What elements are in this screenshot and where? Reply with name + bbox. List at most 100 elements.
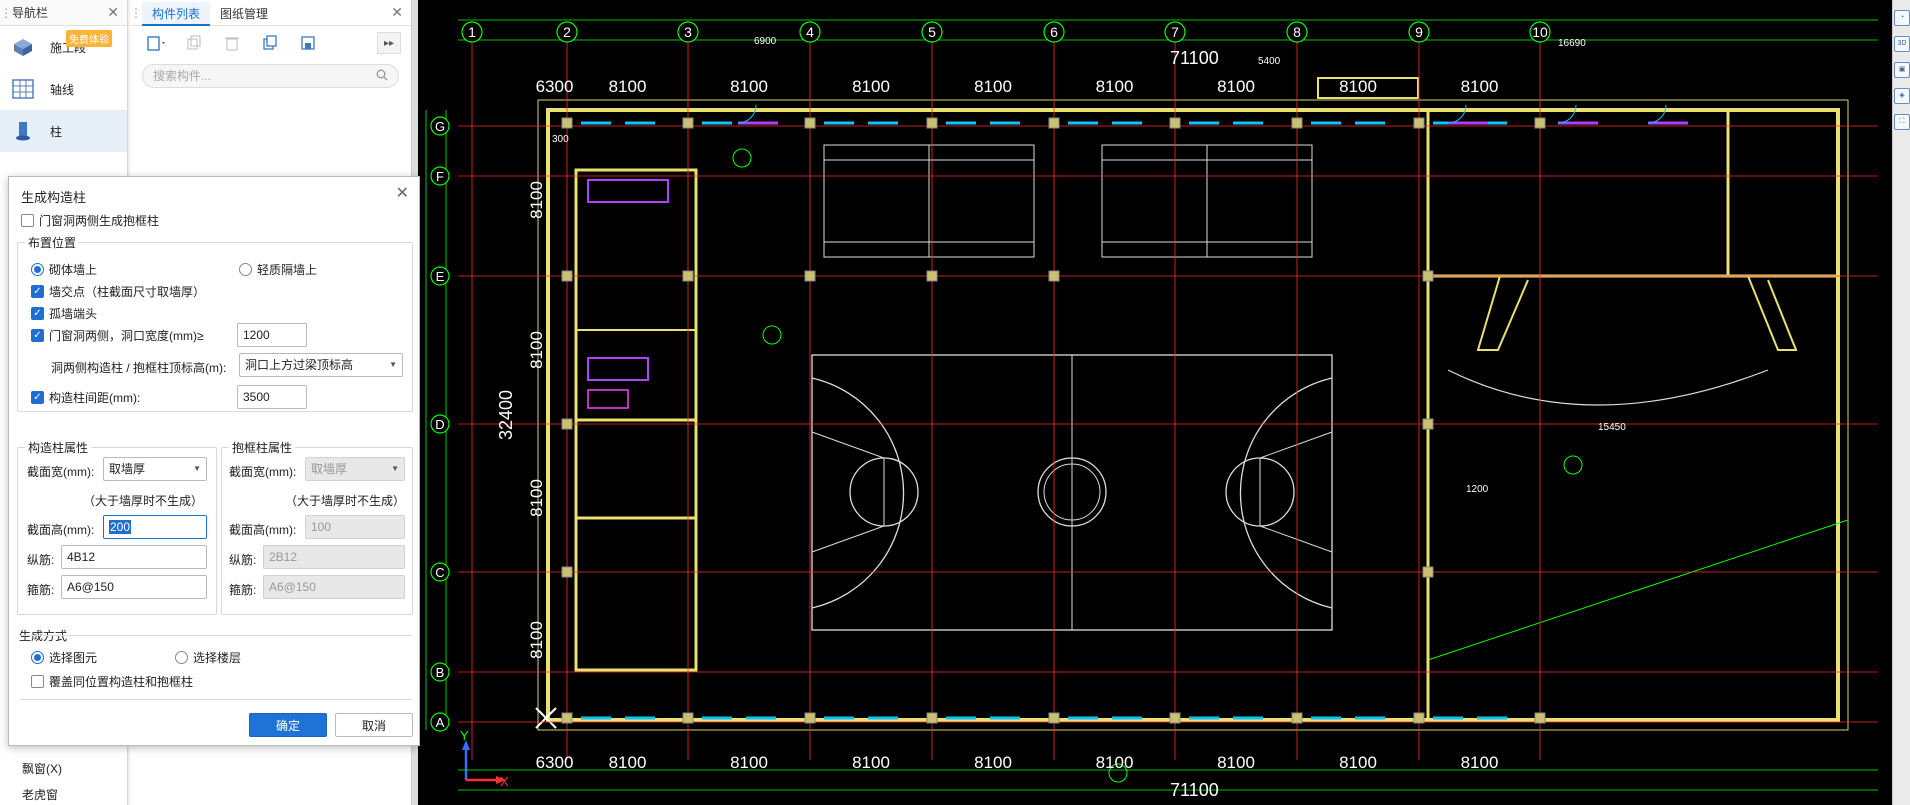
checkbox-box[interactable]: ✓ bbox=[31, 391, 44, 404]
dialog-close-icon[interactable]: ✕ bbox=[395, 185, 409, 202]
new-component-icon[interactable] bbox=[144, 32, 168, 54]
cancel-button[interactable]: 取消 bbox=[335, 713, 413, 737]
axis-bubble bbox=[430, 116, 450, 136]
checkbox-box[interactable]: ✓ bbox=[31, 307, 44, 320]
input-value: 200 bbox=[109, 520, 132, 534]
left-total-dim: 32400 bbox=[496, 390, 516, 440]
radio-light-partition[interactable]: 轻质隔墙上 bbox=[239, 261, 317, 278]
blocks-icon bbox=[10, 35, 36, 59]
save-template-icon[interactable] bbox=[296, 32, 320, 54]
axis-label-x: X bbox=[500, 774, 509, 789]
axis-bubble bbox=[430, 166, 450, 186]
checkbox-box[interactable] bbox=[21, 214, 34, 227]
axis-bubble bbox=[1164, 21, 1186, 43]
zoom-extents-icon[interactable]: ⛶ bbox=[1894, 114, 1910, 130]
footer-divider bbox=[19, 699, 413, 700]
spacing-input[interactable]: 3500 bbox=[237, 385, 307, 409]
column-axis-label: 5 bbox=[928, 24, 936, 40]
chevron-down-icon: ▼ bbox=[193, 464, 201, 473]
col-long-input[interactable]: 4B12 bbox=[61, 545, 207, 569]
drag-grip-icon[interactable]: ⋮⋮ bbox=[0, 5, 22, 20]
3d-view-icon[interactable]: 3D bbox=[1894, 36, 1910, 52]
cube-view-icon[interactable]: ▣ bbox=[1894, 62, 1910, 78]
isolated-wall-end-checkbox[interactable]: ✓ 孤墙端头 bbox=[31, 305, 97, 322]
select-value: 取墙厚 bbox=[109, 462, 146, 476]
drag-grip-icon[interactable]: ⋮⋮ bbox=[130, 5, 152, 20]
col-stirrup-input[interactable]: A6@150 bbox=[61, 575, 207, 599]
radio-label: 轻质隔墙上 bbox=[257, 263, 318, 277]
misc-dim: 6900 bbox=[754, 36, 777, 47]
top-span-dim: 8100 bbox=[1096, 77, 1134, 96]
nav-item-axis[interactable]: 轴线 bbox=[0, 68, 127, 110]
orbit-view-icon[interactable]: ◔ bbox=[1894, 10, 1910, 26]
component-close-icon[interactable]: ✕ bbox=[391, 4, 403, 20]
radio-dot[interactable] bbox=[31, 263, 44, 276]
structural-column bbox=[1048, 712, 1060, 724]
structural-column bbox=[561, 117, 573, 129]
top-span-dim: 8100 bbox=[1339, 77, 1377, 96]
radio-dot[interactable] bbox=[239, 263, 252, 276]
bottom-span-dim: 8100 bbox=[974, 753, 1012, 772]
copy-icon[interactable] bbox=[182, 32, 206, 54]
axis-bubble bbox=[430, 562, 450, 582]
grid-layer bbox=[425, 19, 1878, 791]
row-axis-label: G bbox=[435, 119, 445, 134]
cad-canvas[interactable]: Y X 71100 71100 32400 6900 5400 15450 12… bbox=[418, 0, 1892, 805]
checkbox-box[interactable]: ✓ bbox=[31, 329, 44, 342]
col-width-select[interactable]: 取墙厚 ▼ bbox=[103, 457, 207, 481]
duplicate-icon[interactable] bbox=[258, 32, 282, 54]
radio-dot[interactable] bbox=[175, 651, 188, 664]
structural-column bbox=[804, 117, 816, 129]
radio-label: 砌体墙上 bbox=[49, 263, 98, 277]
frame-width-select: 取墙厚 ▼ bbox=[305, 457, 405, 481]
floor-plan-drawing[interactable]: Y X 71100 71100 32400 6900 5400 15450 12… bbox=[418, 0, 1892, 805]
column-axis-label: 2 bbox=[563, 24, 571, 40]
frame-height-input: 100 bbox=[305, 515, 405, 539]
component-search bbox=[142, 64, 399, 88]
component-tabs: 构件列表 图纸管理 bbox=[142, 0, 278, 26]
tab-drawing-management[interactable]: 图纸管理 bbox=[220, 6, 269, 21]
left-span-dim: 8100 bbox=[527, 181, 546, 219]
column-attr-group bbox=[17, 447, 217, 615]
top-elev-select[interactable]: 洞口上方过梁顶标高 ▼ bbox=[239, 353, 403, 377]
opening-width-input[interactable]: 1200 bbox=[237, 323, 307, 347]
radio-masonry-wall[interactable]: 砌体墙上 bbox=[31, 261, 97, 278]
chevron-down-icon: ▼ bbox=[389, 360, 397, 369]
checkbox-label: 墙交点（柱截面尺寸取墙厚） bbox=[49, 285, 206, 299]
spacing-checkbox[interactable]: ✓ 构造柱间距(mm): bbox=[31, 389, 140, 406]
col-note: （大于墙厚时不生成） bbox=[83, 494, 204, 508]
wall-intersection-checkbox[interactable]: ✓ 墙交点（柱截面尺寸取墙厚） bbox=[31, 283, 205, 300]
opening-both-sides-checkbox[interactable]: 门窗洞两侧生成抱框柱 bbox=[21, 212, 159, 229]
search-icon[interactable] bbox=[376, 69, 388, 84]
nav-item-dormer[interactable]: 老虎窗 bbox=[22, 788, 59, 802]
checkbox-box[interactable] bbox=[31, 675, 44, 688]
search-input[interactable] bbox=[153, 69, 376, 83]
frame-stirrup-label: 箍筋: bbox=[229, 583, 257, 597]
opening-width-checkbox[interactable]: ✓ 门窗洞两侧，洞口宽度(mm)≥ bbox=[31, 327, 204, 344]
bottom-span-dim: 8100 bbox=[1339, 753, 1377, 772]
more-icon[interactable]: ▸▸ bbox=[377, 32, 401, 54]
frame-attr-group bbox=[221, 447, 413, 615]
nav-item-bay-window[interactable]: 飘窗(X) bbox=[22, 762, 62, 776]
radio-select-element[interactable]: 选择图元 bbox=[31, 649, 97, 666]
generate-column-dialog: 生成构造柱 ✕ 门窗洞两侧生成抱框柱 布置位置 砌体墙上 轻质隔墙上 ✓ 墙交点… bbox=[8, 176, 420, 746]
axis-bubble bbox=[1043, 21, 1065, 43]
axis-bubble bbox=[1408, 21, 1430, 43]
nav-item-construction-stage[interactable]: 施工段 免费体验 bbox=[0, 26, 127, 68]
frame-width-label: 截面宽(mm): bbox=[229, 465, 297, 479]
tab-component-list[interactable]: 构件列表 bbox=[142, 1, 211, 26]
nav-close-icon[interactable]: ✕ bbox=[107, 4, 119, 20]
radio-select-floor[interactable]: 选择楼层 bbox=[175, 649, 241, 666]
checkbox-box[interactable]: ✓ bbox=[31, 285, 44, 298]
column-icon bbox=[10, 119, 36, 143]
overwrite-checkbox[interactable]: 覆盖同位置构造柱和抱框柱 bbox=[31, 673, 193, 690]
radio-dot[interactable] bbox=[31, 651, 44, 664]
delete-icon[interactable] bbox=[220, 32, 244, 54]
layer-view-icon[interactable]: ◈ bbox=[1894, 88, 1910, 104]
select-value: 洞口上方过梁顶标高 bbox=[245, 358, 354, 372]
col-height-input[interactable]: 200 bbox=[103, 515, 207, 539]
axis-bubble bbox=[556, 21, 578, 43]
ok-button[interactable]: 确定 bbox=[249, 713, 327, 737]
nav-item-column[interactable]: 柱 bbox=[0, 110, 127, 152]
row-axis-label: A bbox=[436, 715, 445, 730]
